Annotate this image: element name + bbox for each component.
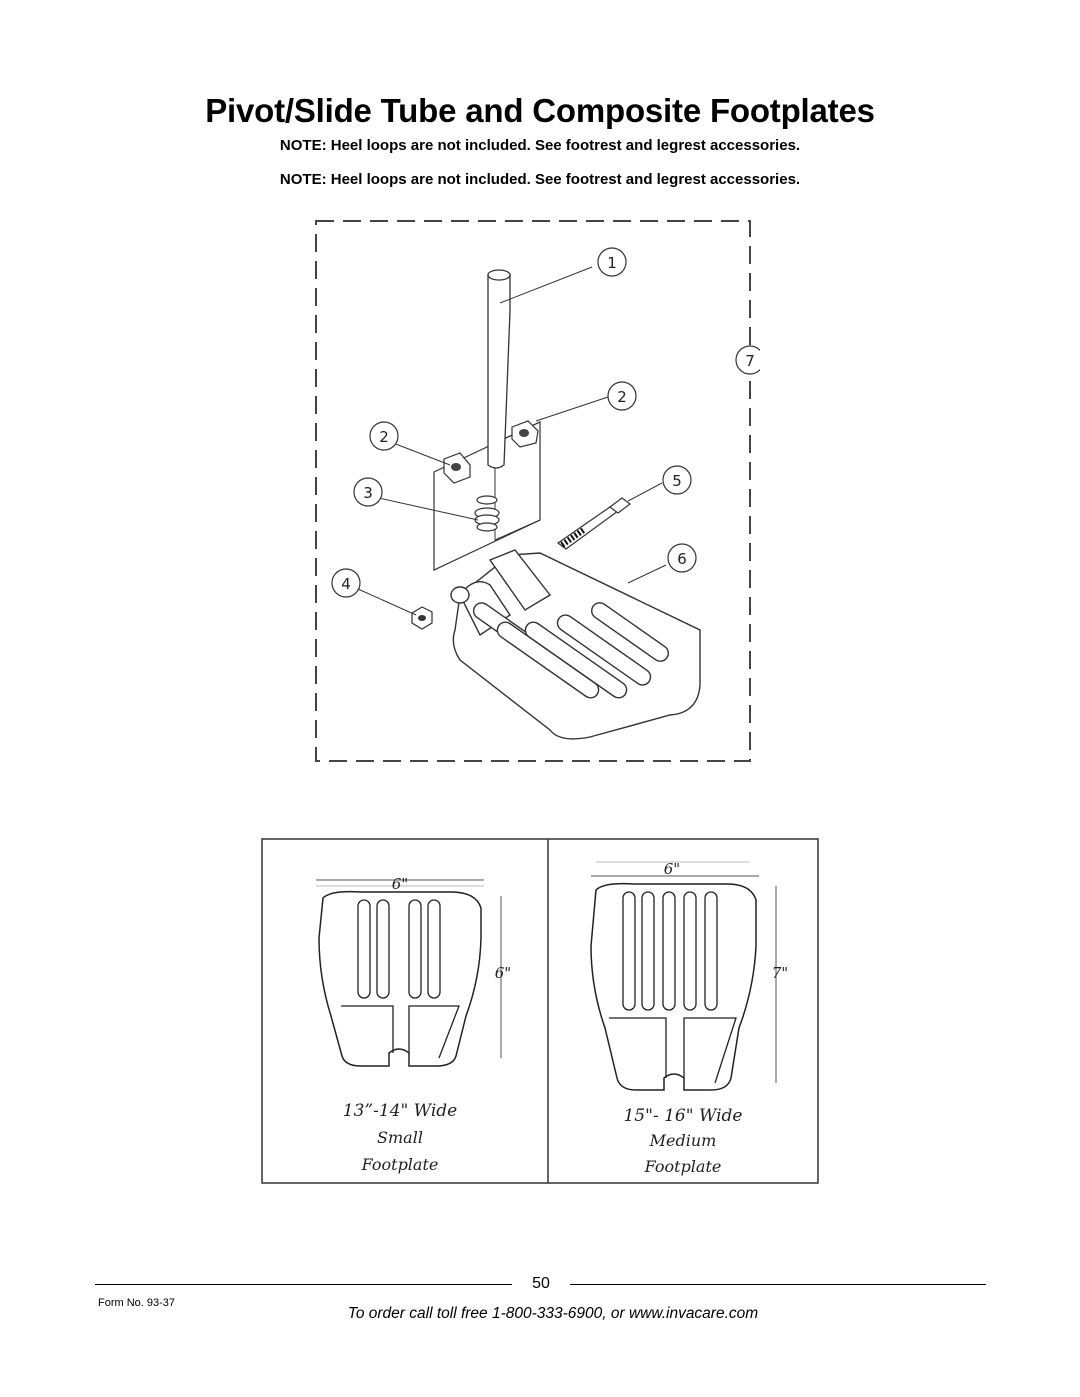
page-title: Pivot/Slide Tube and Composite Footplate… bbox=[205, 92, 875, 129]
medium-width-label: 15"- 16" Wide bbox=[623, 1106, 742, 1126]
svg-text:4: 4 bbox=[341, 575, 351, 593]
medium-footplate-outline bbox=[590, 882, 757, 1091]
medium-type-label: Footplate bbox=[644, 1157, 722, 1176]
nut bbox=[411, 606, 433, 630]
note-heel-loops-repeat: NOTE: Heel loops are not included. See f… bbox=[279, 171, 801, 188]
svg-text:2: 2 bbox=[379, 428, 389, 446]
footer-rule-right bbox=[570, 1284, 986, 1285]
small-top-dimension: 6" bbox=[392, 875, 408, 893]
form-number: Form No. 93-37 bbox=[98, 1297, 176, 1309]
leader-lines bbox=[357, 266, 667, 616]
medium-footplate-group: 6" 7" 15"- 16" Wide Medium Footplate bbox=[590, 860, 788, 1176]
small-type-label: Footplate bbox=[361, 1155, 439, 1174]
tube-top bbox=[487, 269, 511, 281]
slide-tube bbox=[487, 274, 511, 469]
svg-text:3: 3 bbox=[363, 484, 373, 502]
medium-top-dimension: 6" bbox=[664, 860, 680, 878]
pivot-block-right bbox=[511, 420, 539, 448]
small-side-dimension: 6" bbox=[495, 964, 511, 982]
callout-2-right: 2 bbox=[607, 381, 637, 411]
small-size-label: Small bbox=[377, 1128, 423, 1147]
callout-7: 7 bbox=[735, 345, 760, 375]
callout-5: 5 bbox=[662, 465, 692, 495]
note-heel-loops: NOTE: Heel loops are not included. See f… bbox=[279, 137, 801, 154]
callout-4: 4 bbox=[331, 568, 361, 598]
composite-footplate bbox=[450, 549, 701, 740]
bolt bbox=[556, 497, 631, 550]
footplate-sizes-panel: 6" 6" 13”-14" Wide Small Footplate 6" 7 bbox=[261, 838, 819, 1184]
dashed-border bbox=[315, 220, 751, 762]
page-number: 50 bbox=[532, 1275, 550, 1292]
medium-side-dimension: 7" bbox=[772, 964, 788, 982]
exploded-parts-diagram: 1 2 2 3 4 5 6 7 bbox=[315, 220, 760, 762]
svg-text:2: 2 bbox=[617, 388, 627, 406]
callout-2-left: 2 bbox=[369, 421, 399, 451]
callout-6: 6 bbox=[667, 543, 697, 573]
order-info: To order call toll free 1-800-333-6900, … bbox=[347, 1305, 759, 1322]
washer-stack bbox=[474, 495, 500, 532]
callout-3: 3 bbox=[353, 477, 383, 507]
svg-text:5: 5 bbox=[672, 472, 682, 490]
medium-size-label: Medium bbox=[649, 1131, 717, 1150]
small-footplate-outline bbox=[318, 890, 482, 1067]
svg-text:7: 7 bbox=[745, 352, 755, 370]
small-width-label: 13”-14" Wide bbox=[343, 1101, 457, 1121]
svg-text:6: 6 bbox=[677, 550, 687, 568]
small-footplate-group: 6" 6" 13”-14" Wide Small Footplate bbox=[316, 875, 511, 1174]
svg-text:1: 1 bbox=[607, 254, 617, 272]
callout-1: 1 bbox=[597, 247, 627, 277]
footer-rule-left bbox=[95, 1284, 512, 1285]
pivot-block-left bbox=[443, 452, 471, 484]
